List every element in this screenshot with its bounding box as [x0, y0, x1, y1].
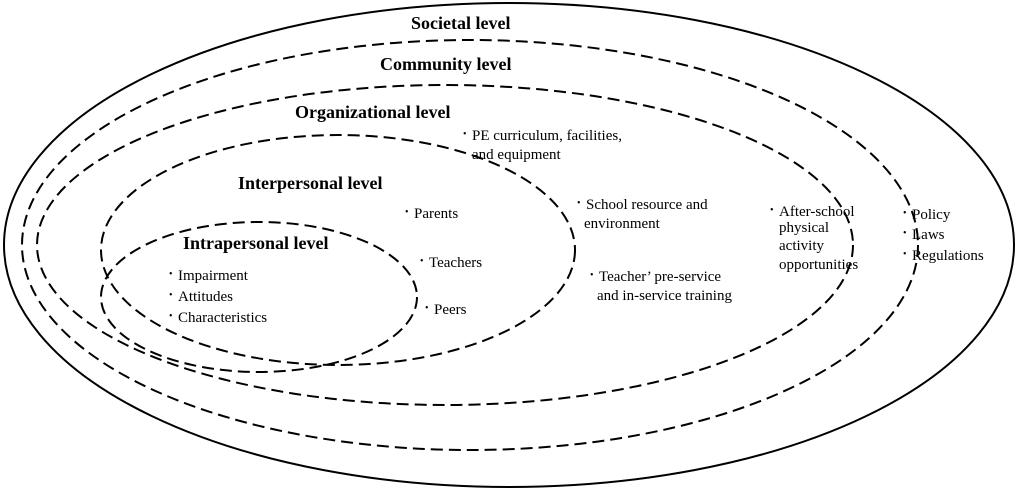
- list-item: •Parents: [405, 206, 459, 222]
- organizational-level-label: Organizational level: [295, 102, 451, 122]
- list-item: •School resource and: [577, 197, 708, 213]
- list-item-continuation: physical: [779, 220, 829, 236]
- list-item: •Policy: [903, 207, 951, 223]
- list-item: •Peers: [425, 302, 467, 318]
- list-item: •Characteristics: [169, 310, 268, 326]
- list-item: •Teacher’ pre-service: [590, 269, 722, 285]
- list-item: •After-school: [770, 204, 855, 220]
- community-level-label: Community level: [380, 54, 512, 74]
- interpersonal-ellipse: [100, 134, 576, 366]
- list-item-continuation: opportunities: [779, 257, 859, 273]
- list-item: •Teachers: [420, 255, 483, 271]
- list-item: •Impairment: [169, 268, 248, 284]
- list-item-continuation: activity: [779, 238, 824, 254]
- list-item-continuation: and in-service training: [597, 288, 732, 304]
- list-item-continuation: and equipment: [472, 147, 561, 163]
- interpersonal-level-label: Interpersonal level: [238, 173, 383, 193]
- societal-ellipse: [3, 2, 1015, 488]
- intrapersonal-level-label: Intrapersonal level: [183, 233, 329, 253]
- list-item-continuation: environment: [584, 216, 660, 232]
- community-ellipse: [21, 39, 919, 451]
- intrapersonal-ellipse: [100, 221, 418, 373]
- list-item: •PE curriculum, facilities,: [463, 128, 622, 144]
- organizational-ellipse: [36, 84, 854, 406]
- societal-level-label: Societal level: [411, 13, 511, 33]
- list-item: •Regulations: [903, 248, 984, 264]
- list-item: •Attitudes: [169, 289, 233, 305]
- list-item: •Laws: [903, 227, 945, 243]
